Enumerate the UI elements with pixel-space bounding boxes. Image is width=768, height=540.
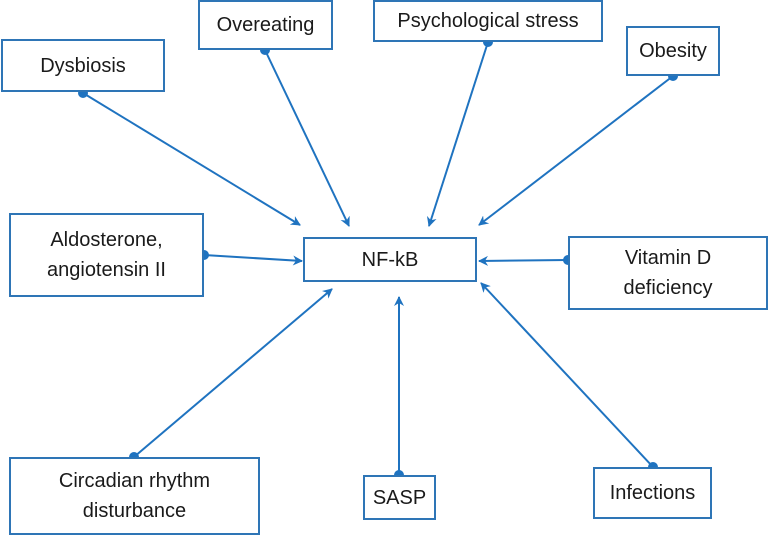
node-vitamin-d: Vitamin D deficiency bbox=[568, 236, 768, 310]
edge-overeating-to-nfkb bbox=[264, 49, 350, 227]
node-obesity: Obesity bbox=[626, 26, 720, 76]
edge-psychological-stress-to-nfkb bbox=[426, 41, 489, 227]
edge-infections-to-nfkb bbox=[480, 282, 654, 468]
node-label-aldosterone: Aldosterone, angiotensin II bbox=[47, 229, 166, 281]
node-infections: Infections bbox=[593, 467, 712, 519]
edge-vitamin-d-to-nfkb bbox=[478, 255, 569, 266]
node-label-overeating: Overeating bbox=[216, 14, 315, 36]
edge-aldosterone-to-nfkb bbox=[203, 254, 303, 266]
node-label-infections: Infections bbox=[609, 482, 696, 504]
edge-obesity-to-nfkb bbox=[478, 75, 674, 226]
node-label-sasp: SASP bbox=[372, 486, 427, 509]
node-circadian: Circadian rhythm disturbance bbox=[9, 457, 260, 535]
edge-circadian-to-nfkb bbox=[133, 288, 333, 458]
node-label-circadian: Circadian rhythm disturbance bbox=[58, 470, 211, 522]
node-label-psychological-stress: Psychological stress bbox=[397, 10, 579, 32]
node-sasp: SASP bbox=[363, 475, 436, 520]
node-overeating: Overeating bbox=[198, 0, 333, 50]
node-label-dysbiosis: Dysbiosis bbox=[40, 54, 126, 77]
edge-dysbiosis-to-nfkb bbox=[82, 92, 301, 226]
node-aldosterone: Aldosterone, angiotensin II bbox=[9, 213, 204, 297]
node-dysbiosis: Dysbiosis bbox=[1, 39, 165, 92]
node-label-nfkb: NF-kB bbox=[361, 248, 419, 271]
node-label-vitamin-d: Vitamin D deficiency bbox=[623, 247, 713, 299]
node-nfkb: NF-kB bbox=[303, 237, 477, 282]
node-psychological-stress: Psychological stress bbox=[373, 0, 603, 42]
node-label-obesity: Obesity bbox=[639, 40, 707, 62]
